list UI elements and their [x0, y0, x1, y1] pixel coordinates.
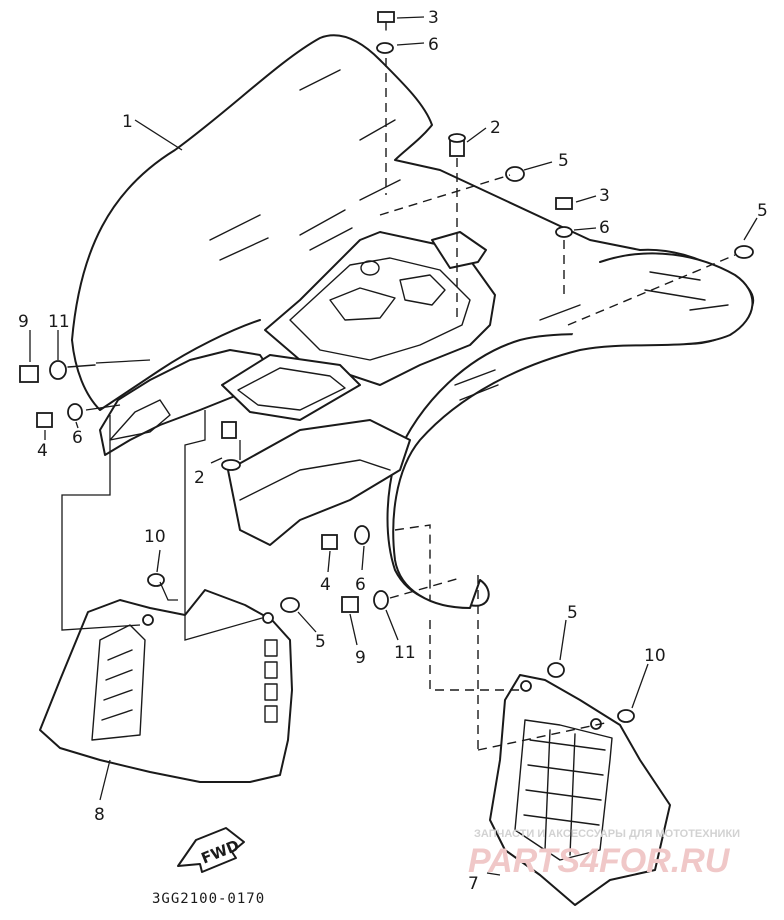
- callout-6-top: 6: [428, 35, 439, 55]
- callout-6-mid: 6: [355, 575, 366, 595]
- callout-leaders: [29, 16, 758, 876]
- callout-10-right: 10: [644, 646, 666, 666]
- callout-5-right: 5: [757, 201, 768, 221]
- callout-6-right: 6: [599, 218, 610, 238]
- callout-4-mid: 4: [320, 575, 331, 595]
- callout-3-right: 3: [599, 186, 610, 206]
- watermark-brand: PARTS4FOR.RU: [468, 842, 731, 880]
- hardware: [19, 11, 754, 723]
- rear-fender: [71, 34, 755, 609]
- mud-flap-left: [39, 589, 293, 783]
- callout-5-lower: 5: [567, 603, 578, 623]
- callout-9-mid: 9: [355, 648, 366, 668]
- callout-7: 7: [468, 874, 479, 894]
- callout-5-top: 5: [558, 151, 569, 171]
- mud-flap-right: [489, 674, 671, 906]
- callout-2-lower: 2: [194, 468, 205, 488]
- callout-11-left: 11: [48, 312, 70, 332]
- forward-arrow-icon: FWD: [177, 827, 245, 873]
- watermark: ЗАПЧАСТИ И АКСЕССУАРЫ ДЛЯ МОТОТЕХНИКИ PA…: [468, 828, 740, 880]
- callout-6-left: 6: [72, 428, 83, 448]
- callout-9-left: 9: [18, 312, 29, 332]
- callout-8: 8: [94, 805, 105, 825]
- assembly-lines: [61, 58, 736, 751]
- callout-11-mid: 11: [394, 643, 416, 663]
- callout-3-top: 3: [428, 8, 439, 28]
- callout-2-upper: 2: [490, 118, 501, 138]
- callout-1: 1: [122, 112, 133, 132]
- watermark-caption: ЗАПЧАСТИ И АКСЕССУАРЫ ДЛЯ МОТОТЕХНИКИ: [474, 828, 740, 840]
- diagram-code: 3GG2100-0170: [152, 891, 265, 907]
- callout-4-left: 4: [37, 441, 48, 461]
- callout-5-mid: 5: [315, 632, 326, 652]
- callout-labels: 1 2 2 3 3 4 4 5 5 5 5 6 6 6 6 7 8 9 9 10…: [18, 8, 768, 894]
- callout-10-left: 10: [144, 527, 166, 547]
